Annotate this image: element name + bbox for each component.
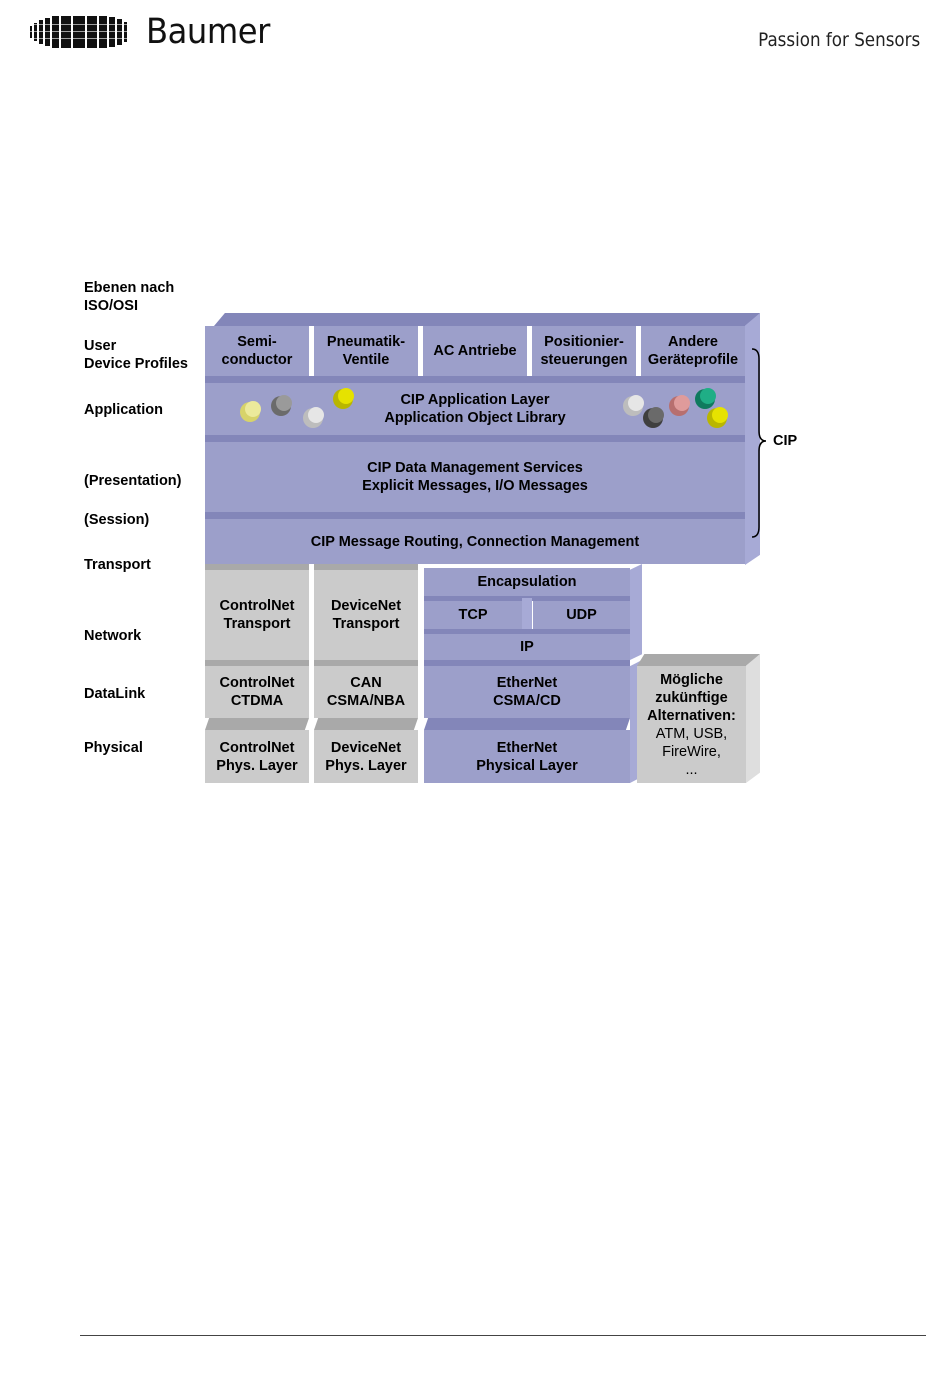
layer-label-network: Network [84,628,142,644]
controlnet-ctdma: ControlNet CTDMA [205,666,309,718]
layer-label-physical: Physical [84,740,143,756]
layer-label-presentation: (Presentation) [84,473,182,489]
can-csma-nba: CAN CSMA/NBA [314,666,418,718]
footer-rule [80,1335,926,1336]
layer-label-user: User Device Profiles [84,338,188,372]
profile-pneumatik-ventile: Pneumatik- Ventile [314,326,418,376]
cip-message-routing: CIP Message Routing, Connection Manageme… [205,519,745,564]
future-alternatives-items: ATM, USB, FireWire, ... [655,725,728,778]
application-objects-left-icon [240,388,354,428]
profile-ac-antriebe: AC Antriebe [423,326,527,376]
controlnet-phys-layer: ControlNet Phys. Layer [205,730,309,783]
cip-bracket-icon [751,348,767,538]
controlnet-transport: ControlNet Transport [205,570,309,660]
devicenet-transport: DeviceNet Transport [314,570,418,660]
application-objects-right-icon [623,388,728,428]
ethernet-csma-cd: EtherNet CSMA/CD [424,666,630,718]
layer-label-datalink: DataLink [84,686,146,702]
layer-label-session: (Session) [84,512,150,528]
tcp: TCP [424,601,522,629]
profile-andere-geraeteprofile: Andere Geräteprofile [641,326,745,376]
brand-tagline: Passion for Sensors [757,29,920,51]
cip-application-layer: CIP Application Layer Application Object… [205,383,745,435]
future-alternatives: Mögliche zukünftige Alternativen: ATM, U… [637,666,746,783]
layer-label-application: Application [84,402,163,418]
layer-heading: Ebenen nach ISO/OSI [84,280,175,314]
future-alternatives-heading: Mögliche zukünftige Alternativen: [647,671,736,724]
encapsulation: Encapsulation [424,568,630,596]
profile-positionier-steuerungen: Positionier- steuerungen [532,326,636,376]
cip-bracket-label: CIP [773,433,798,449]
baumer-logo-pattern-icon [30,16,130,48]
ip: IP [424,634,630,660]
ethernet-physical-layer: EtherNet Physical Layer [424,730,630,783]
devicenet-phys-layer: DeviceNet Phys. Layer [314,730,418,783]
cip-data-management-services: CIP Data Management Services Explicit Me… [205,442,745,512]
brand-name: Baumer [146,12,270,52]
profile-semiconductor: Semi- conductor [205,326,309,376]
layer-label-transport: Transport [84,557,151,573]
udp: UDP [533,601,630,629]
